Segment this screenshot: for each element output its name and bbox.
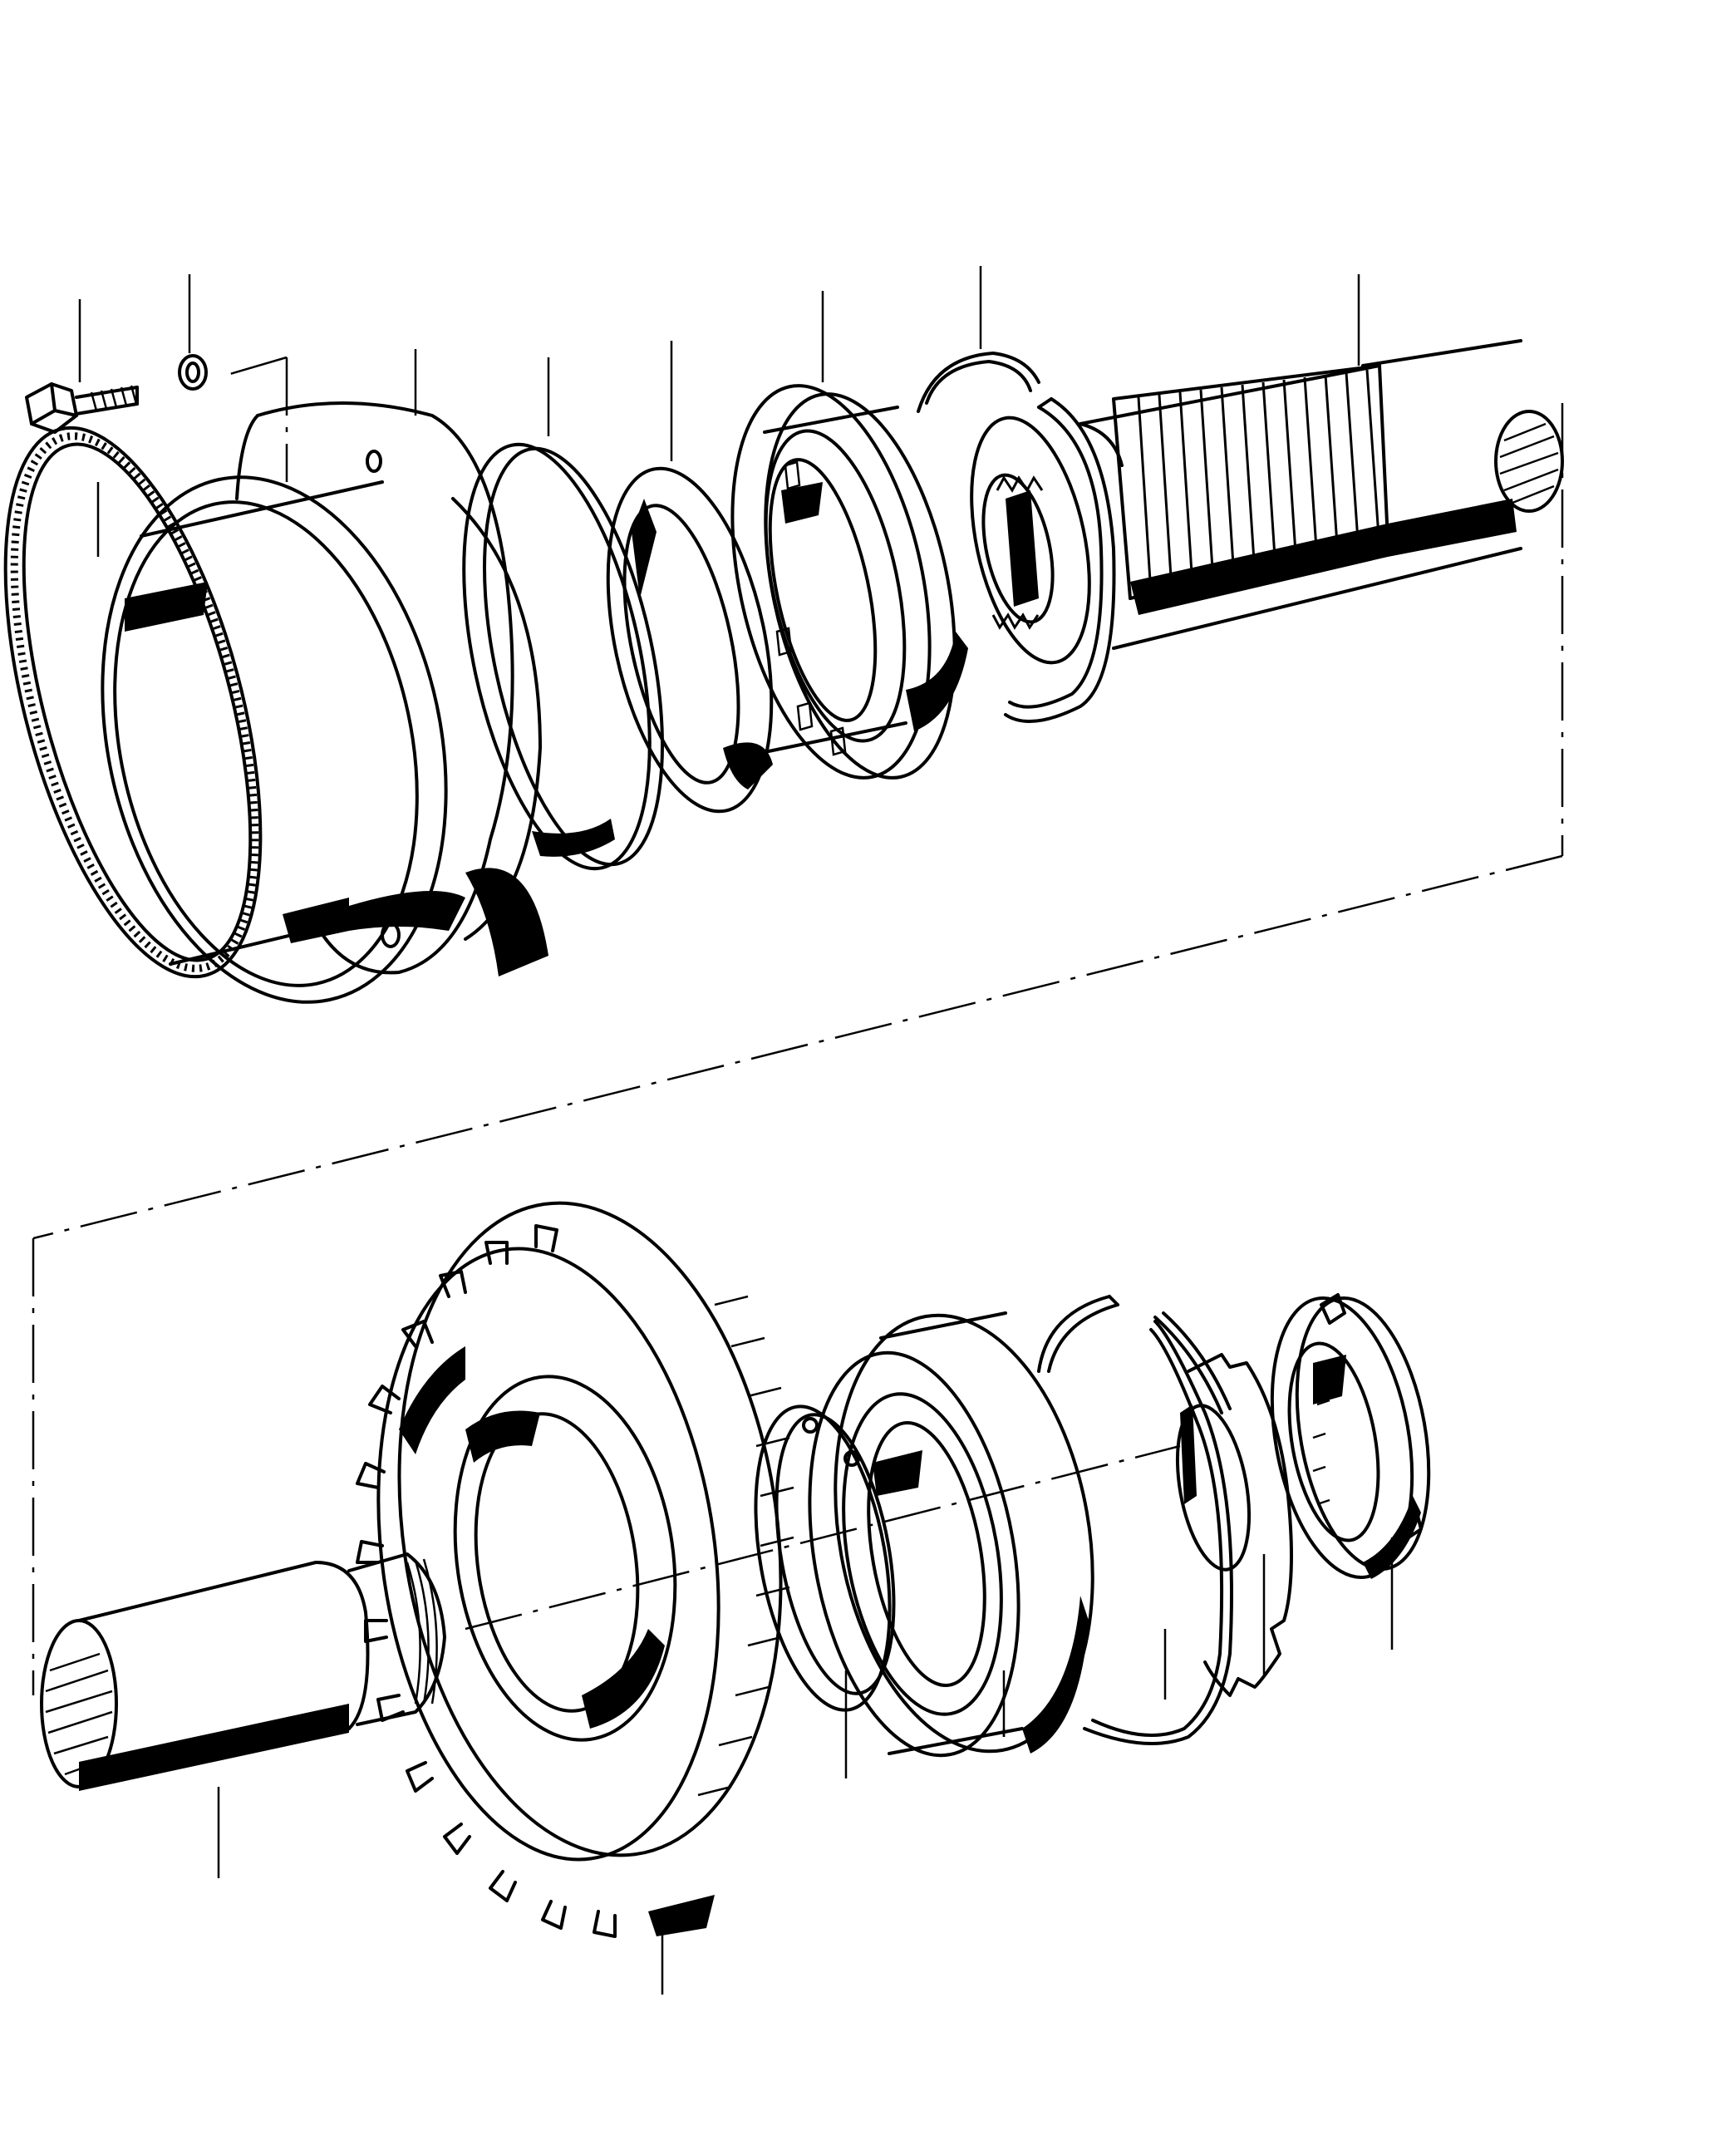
lower-assembly bbox=[40, 1201, 1431, 1938]
gasket-ring bbox=[462, 442, 664, 871]
splined-shaft bbox=[970, 339, 1564, 665]
assembly-connector-frame bbox=[32, 356, 1564, 1695]
tab-washer bbox=[1153, 1311, 1293, 1697]
spacer-ring bbox=[606, 466, 774, 814]
shaft-end bbox=[40, 1552, 446, 1791]
snap-ring-lower bbox=[1037, 1295, 1233, 1745]
circlip bbox=[1004, 397, 1116, 723]
lock-washer bbox=[178, 354, 208, 391]
slotted-nut bbox=[1270, 1293, 1431, 1579]
hex-bolt bbox=[25, 382, 139, 434]
ball-bearing bbox=[808, 1311, 1094, 1758]
leader-lines bbox=[78, 266, 1394, 1995]
roller-bearing bbox=[730, 384, 968, 780]
lower-centerline bbox=[465, 1444, 1181, 1631]
bearing-housing-flange bbox=[101, 401, 548, 1004]
upper-assembly bbox=[3, 339, 1564, 1004]
snap-ring bbox=[917, 352, 1040, 413]
o-ring-seal bbox=[3, 426, 263, 979]
